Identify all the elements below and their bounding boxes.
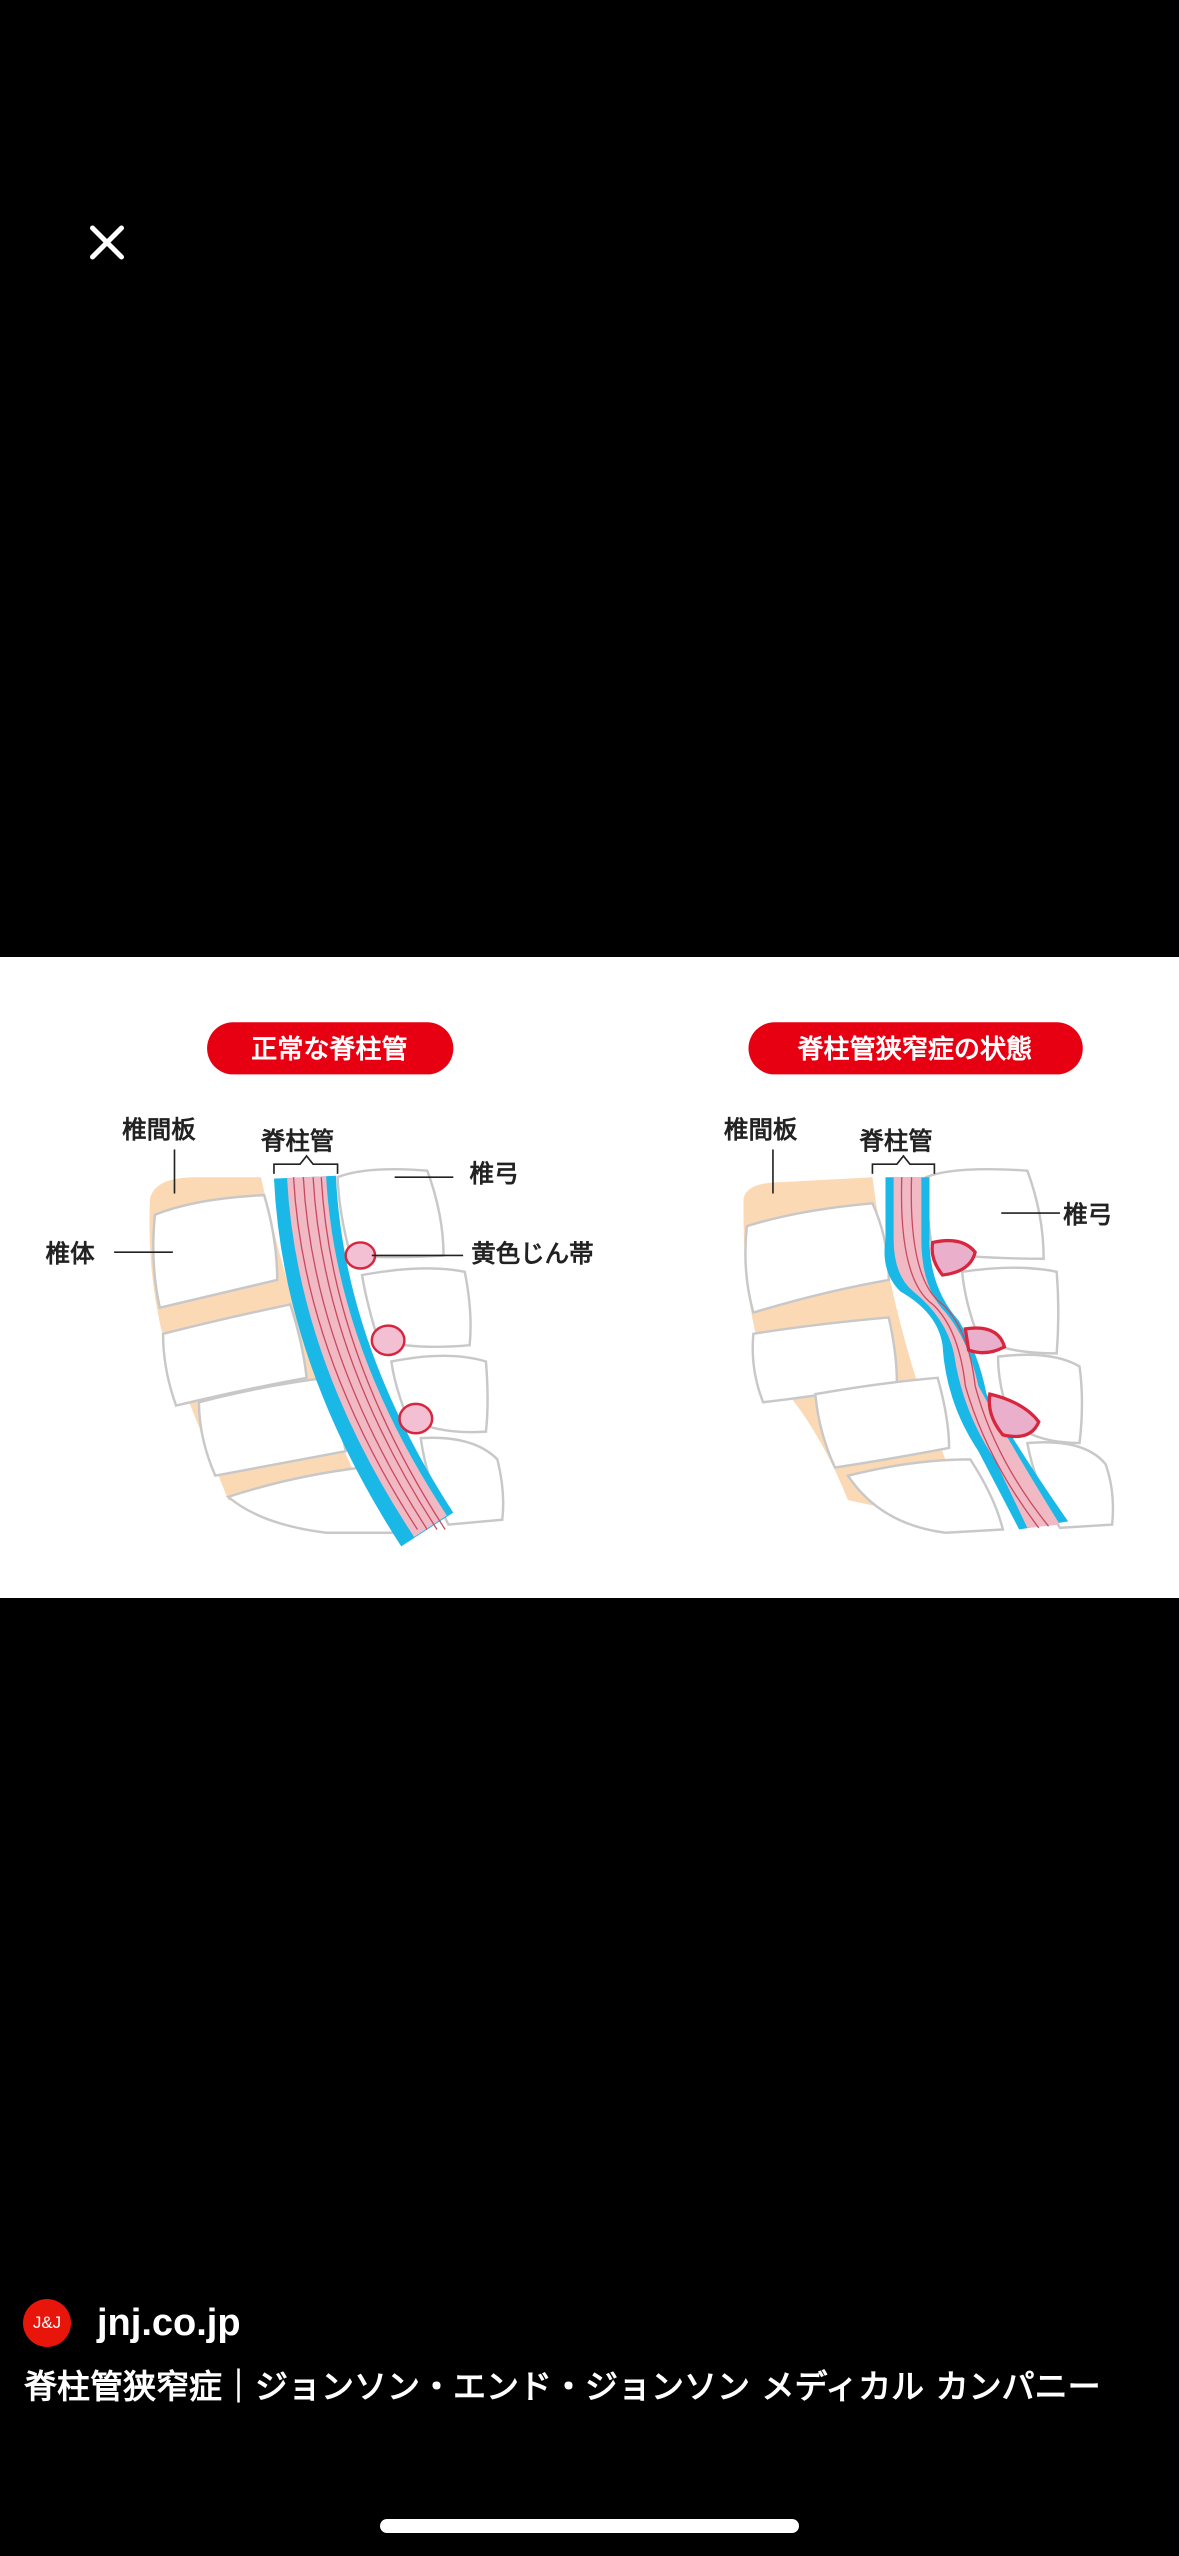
label-canal: 脊柱管 <box>858 1126 932 1155</box>
label-body: 椎体 <box>46 1239 95 1268</box>
vertebra <box>161 1302 308 1407</box>
vertebra <box>152 1193 279 1310</box>
ligament <box>398 1402 434 1435</box>
normal-badge <box>207 1022 454 1075</box>
label-ligament: 黄色じん帯 <box>471 1239 593 1268</box>
label-arch: 椎弓 <box>470 1159 519 1188</box>
ligament <box>963 1326 1007 1355</box>
source-domain[interactable]: jnj.co.jp <box>97 2301 241 2344</box>
ligament <box>344 1241 377 1270</box>
vertebra <box>197 1376 348 1478</box>
home-indicator[interactable] <box>380 2519 799 2533</box>
vertebra <box>814 1376 951 1469</box>
spinal-cord <box>287 1176 447 1538</box>
close-button[interactable] <box>82 218 132 268</box>
vertebral-arch <box>925 1167 1045 1260</box>
diagram-svg: 正常な脊柱管 椎間板 脊柱管 椎弓 椎体 <box>46 1022 1115 1547</box>
vertebra <box>845 1458 1005 1534</box>
normal-badge-label: 正常な脊柱管 <box>251 1035 407 1065</box>
ligament <box>370 1324 406 1357</box>
ligament <box>930 1238 977 1277</box>
spinal-cord <box>893 1177 1060 1528</box>
vertebra <box>744 1201 890 1315</box>
label-canal: 脊柱管 <box>260 1126 334 1155</box>
label-arch: 椎弓 <box>1063 1200 1112 1229</box>
spinal-canal-diagram: 正常な脊柱管 椎間板 脊柱管 椎弓 椎体 <box>0 957 1179 1598</box>
normal-spine: 正常な脊柱管 椎間板 脊柱管 椎弓 椎体 <box>46 1022 594 1547</box>
source-row[interactable]: J&J jnj.co.jp <box>23 2299 241 2347</box>
stenosis-spine: 脊柱管狭窄症の状態 椎間板 脊柱管 椎弓 <box>724 1022 1115 1534</box>
label-disc: 椎間板 <box>122 1115 196 1144</box>
page-title-link[interactable]: 脊柱管狭窄症｜ジョンソン・エンド・ジョンソン メディカル カンパニー <box>24 2367 1101 2406</box>
ligament <box>987 1392 1041 1439</box>
label-disc: 椎間板 <box>724 1115 798 1144</box>
stenosis-badge <box>748 1022 1083 1075</box>
site-logo: J&J <box>23 2299 71 2347</box>
spinal-canal <box>884 1177 1069 1530</box>
stenosis-badge-label: 脊柱管狭窄症の状態 <box>796 1034 1032 1065</box>
